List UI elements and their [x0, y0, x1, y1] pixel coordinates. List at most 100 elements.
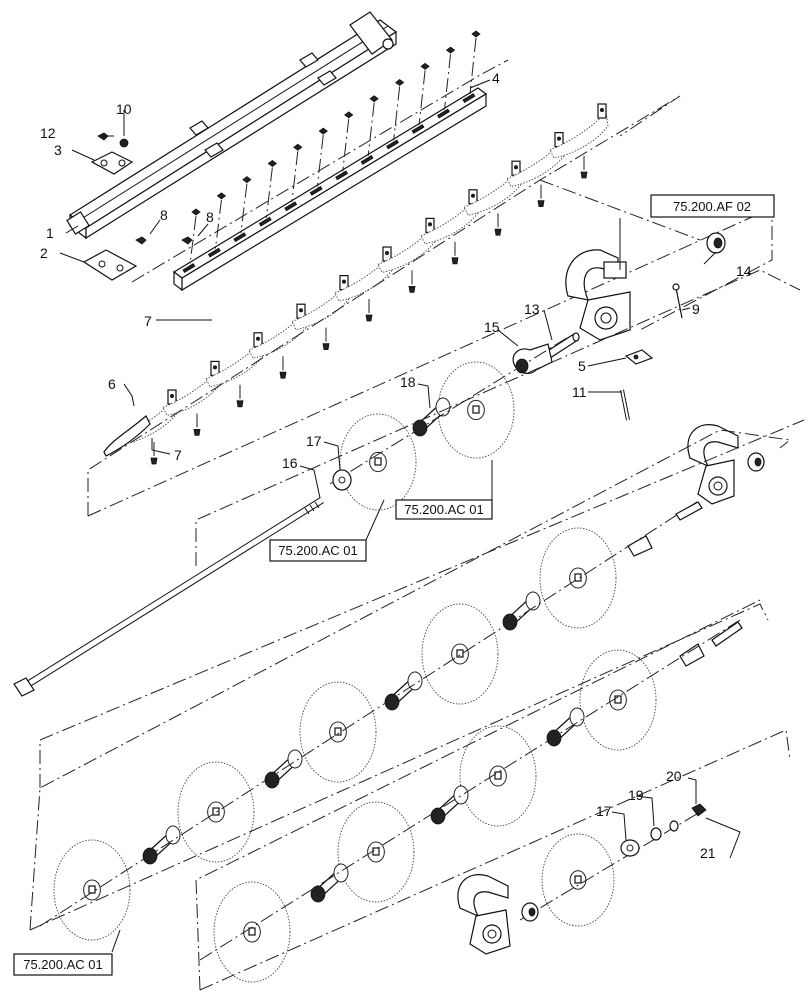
bar-slot: [462, 93, 476, 104]
blade-bolt: [451, 257, 459, 265]
callout-14: 14: [736, 263, 752, 279]
spool-flange: [407, 671, 423, 691]
callout-21: 21: [700, 845, 716, 861]
callout-7a: 7: [144, 313, 152, 329]
disc-square-hole: [88, 885, 96, 894]
nut-8: [216, 192, 227, 200]
callout-15: 15: [484, 319, 500, 335]
gang-shaft: [13, 497, 324, 697]
blade-bolt-hole: [255, 336, 260, 341]
upper-envelope: [131, 59, 509, 283]
callouts: 1 2 3 4 5 6 7 7 8 8 9 10 11 12 13 14 15 …: [40, 70, 752, 861]
callout-16: 16: [282, 455, 298, 471]
bar-slot: [258, 216, 272, 227]
gang-centerline: [329, 335, 571, 485]
bar-slot: [207, 247, 221, 258]
nut-8: [191, 208, 201, 216]
disc-blade: [337, 801, 415, 903]
gang-centerline: [199, 619, 741, 961]
disc-square-hole: [614, 695, 622, 704]
bar-slot: [386, 139, 399, 150]
disc-square-hole: [494, 771, 502, 780]
callout-10: 10: [116, 101, 132, 117]
bracket-2: [82, 249, 138, 281]
callout-2: 2: [40, 245, 48, 261]
bolt-centerline: [367, 102, 375, 156]
hook-blade: [103, 415, 151, 457]
callout-18: 18: [400, 374, 416, 390]
blade-bolt: [150, 457, 158, 465]
bolt-centerline: [240, 183, 248, 234]
washer-small: [669, 820, 679, 832]
spool-flange: [525, 591, 541, 611]
reference-box-ac01-mid[interactable]: 75.200.AC 01: [269, 539, 367, 562]
hanger-bracket-bottom: [457, 874, 539, 955]
nut-8a: [135, 236, 147, 245]
reference-label-ac01-mid: 75.200.AC 01: [278, 543, 358, 558]
gang-envelope-1: [29, 429, 792, 931]
leader-lines: [59, 79, 717, 953]
callout-19: 19: [628, 787, 644, 803]
bolt-centerline: [214, 199, 222, 249]
bar-slot: [309, 185, 323, 196]
blade-bolt: [408, 285, 416, 293]
bracket-3: [90, 151, 134, 175]
disc-blade: [299, 681, 377, 783]
disc-square-hole: [456, 649, 464, 658]
blade-bolt-hole: [600, 108, 605, 113]
callout-7b: 7: [174, 447, 182, 463]
reference-box-af02[interactable]: 75.200.AF 02: [650, 194, 775, 218]
nut-10: [119, 138, 129, 148]
spool-flange: [569, 707, 585, 727]
hanger-bracket-middle: [675, 424, 765, 521]
blade-bolt: [236, 400, 244, 408]
shaft-threads: [304, 501, 320, 515]
callout-13: 13: [524, 301, 540, 317]
disc-blade: [421, 603, 499, 705]
nut-8b: [181, 236, 193, 245]
blade-bolt-hole: [169, 393, 174, 398]
disc-square-hole: [212, 807, 220, 816]
nut-8: [318, 127, 328, 135]
spool-end: [546, 729, 562, 747]
blade-bolt: [580, 171, 588, 179]
reference-box-ac01-bottom[interactable]: 75.200.AC 01: [13, 953, 113, 976]
bolt-centerline: [444, 54, 452, 110]
spacer-spool: [546, 707, 585, 747]
blade-bolt-hole: [212, 365, 217, 370]
callout-17b: 17: [596, 803, 612, 819]
spacer-spool: [142, 825, 181, 865]
disc-blade: [177, 761, 255, 863]
callout-4: 4: [492, 70, 500, 86]
disc-square-hole: [374, 457, 382, 466]
bar-slot: [233, 232, 247, 243]
gang-envelope-4: [199, 729, 791, 991]
disc-blade: [541, 833, 615, 927]
gang-centerline: [39, 499, 701, 927]
bolt-centerline: [265, 167, 273, 218]
bearing-end: [627, 535, 653, 557]
spool-flange: [435, 397, 451, 417]
callout-1: 1: [46, 225, 54, 241]
reference-label-ac01-bottom: 75.200.AC 01: [23, 957, 103, 972]
gang-centerline: [519, 811, 701, 921]
hanger-envelope: [539, 179, 701, 241]
spool-end: [430, 807, 446, 825]
scraper-blades: [103, 103, 609, 465]
reference-box-ac01-right[interactable]: 75.200.AC 01: [395, 499, 493, 520]
spool-flange: [333, 863, 349, 883]
reference-label-af02: 75.200.AF 02: [673, 199, 751, 214]
nut-8: [344, 111, 354, 119]
bolt-centerline: [189, 215, 197, 265]
callout-8a: 8: [160, 207, 168, 223]
upper-gang-envelope: [195, 269, 801, 566]
blade-bolt: [193, 428, 201, 436]
disc-blade: [579, 649, 657, 751]
blade-bolt-hole: [427, 222, 432, 227]
bolt-11: [620, 389, 630, 421]
disc-square-hole: [472, 405, 480, 414]
spacer-spool: [502, 591, 541, 631]
blade-bolt: [494, 228, 502, 236]
spool-end: [502, 613, 518, 631]
